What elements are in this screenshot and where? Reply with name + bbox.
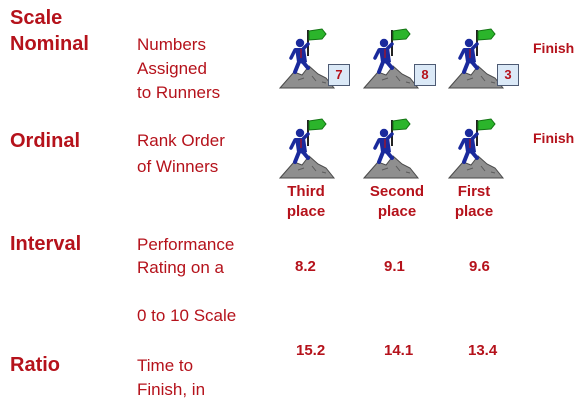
ratio-description-line-2: Finish, in: [137, 380, 206, 399]
scale-label-ratio: Ratio: [10, 354, 60, 376]
scale-label-ordinal: Ordinal: [10, 130, 81, 152]
interval-value: 9.1: [384, 258, 405, 275]
ratio-value: 15.2: [296, 342, 326, 359]
scale-label-interval: Interval: [10, 233, 82, 255]
ordinal-description-line-1: Rank Order: [137, 131, 225, 150]
interval-value: 8.2: [295, 258, 316, 275]
place-label-second: Second place: [362, 182, 432, 222]
nominal-description-line-3: to Runners: [137, 83, 221, 102]
finish-label-nominal: Finish: [533, 40, 575, 56]
mountain-climber-with-flag-icon: [278, 118, 336, 180]
ratio-description-line-1: Time to: [137, 356, 194, 375]
place-label-first: First place: [439, 182, 509, 222]
nominal-description-line-2: Assigned: [137, 59, 207, 78]
runner-number-box: 7: [328, 64, 350, 86]
scale-header: Scale: [10, 7, 63, 29]
mountain-climber-with-flag-icon: [362, 28, 420, 90]
interval-description-line-3: 0 to 10 Scale: [137, 306, 237, 325]
place-label-line: place: [286, 203, 326, 220]
runner-number-box: 3: [497, 64, 519, 86]
place-label-third: Third place: [271, 182, 341, 222]
scale-label-nominal: Nominal: [10, 33, 89, 55]
nominal-description-line-1: Numbers: [137, 35, 206, 54]
place-label-line: First: [457, 183, 491, 200]
ratio-value: 13.4: [468, 342, 498, 359]
ratio-value: 14.1: [384, 342, 414, 359]
interval-description-line-1: Performance: [137, 235, 235, 254]
mountain-climber-with-flag-icon: [362, 118, 420, 180]
ordinal-description-line-2: of Winners: [137, 157, 219, 176]
finish-label-ordinal: Finish: [533, 130, 575, 146]
interval-value: 9.6: [469, 258, 490, 275]
mountain-climber-with-flag-icon: [447, 118, 505, 180]
place-label-line: place: [454, 203, 494, 220]
interval-description-line-2: Rating on a: [137, 258, 224, 277]
place-label-line: place: [377, 203, 417, 220]
place-label-line: Second: [369, 183, 425, 200]
runner-number-box: 8: [414, 64, 436, 86]
place-label-line: Third: [287, 183, 325, 200]
